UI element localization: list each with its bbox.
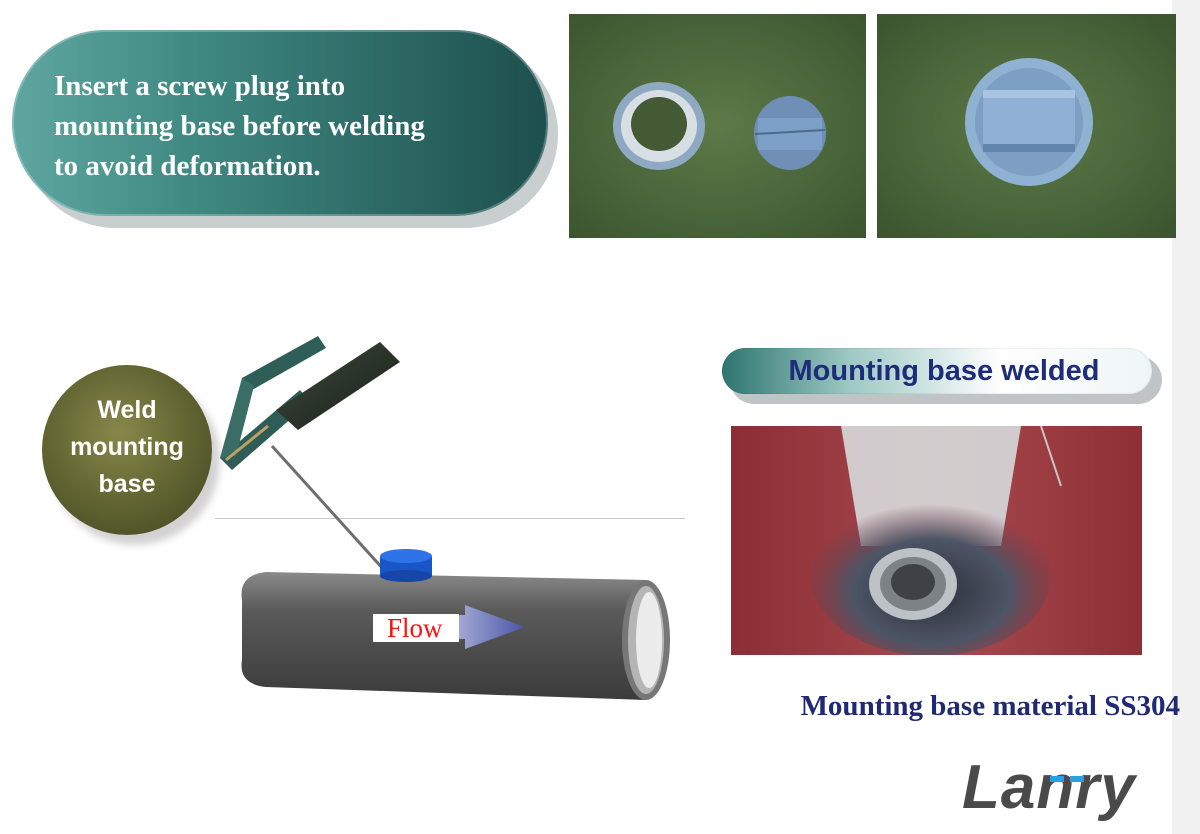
- photo-plug-inserted: [877, 14, 1176, 238]
- material-caption: Mounting base material SS304: [800, 690, 1180, 722]
- intro-line-3: to avoid deformation.: [54, 150, 321, 182]
- flow-label: Flow: [373, 614, 459, 642]
- welding-torch: [220, 336, 400, 470]
- weld-bubble: [42, 365, 212, 535]
- photo-ring-and-plug: [569, 14, 866, 238]
- welded-header-title: Mounting base welded: [788, 355, 1100, 387]
- weld-bubble-text: Weld mounting base: [42, 392, 212, 503]
- right-edge-decoration: [1172, 0, 1200, 834]
- intro-line-2: mounting base before welding: [54, 110, 425, 142]
- intro-text: Insert a screw plug into mounting base b…: [54, 66, 524, 186]
- divider-line: [215, 518, 685, 519]
- welding-rod: [270, 444, 386, 572]
- lanry-logo: Lanry: [962, 753, 1138, 822]
- svg-text:Lanry: Lanry: [962, 753, 1138, 822]
- intro-pill: [12, 30, 548, 216]
- weld-line-2: mounting: [70, 433, 184, 461]
- weld-line-3: base: [98, 470, 156, 498]
- welded-header-pill: [722, 348, 1152, 394]
- photo-welded-base: [731, 426, 1142, 655]
- weld-line-1: Weld: [97, 396, 157, 424]
- pipe-illustration: [220, 336, 670, 700]
- mounting-base-plug: [380, 549, 432, 582]
- intro-line-1: Insert a screw plug into: [54, 70, 346, 102]
